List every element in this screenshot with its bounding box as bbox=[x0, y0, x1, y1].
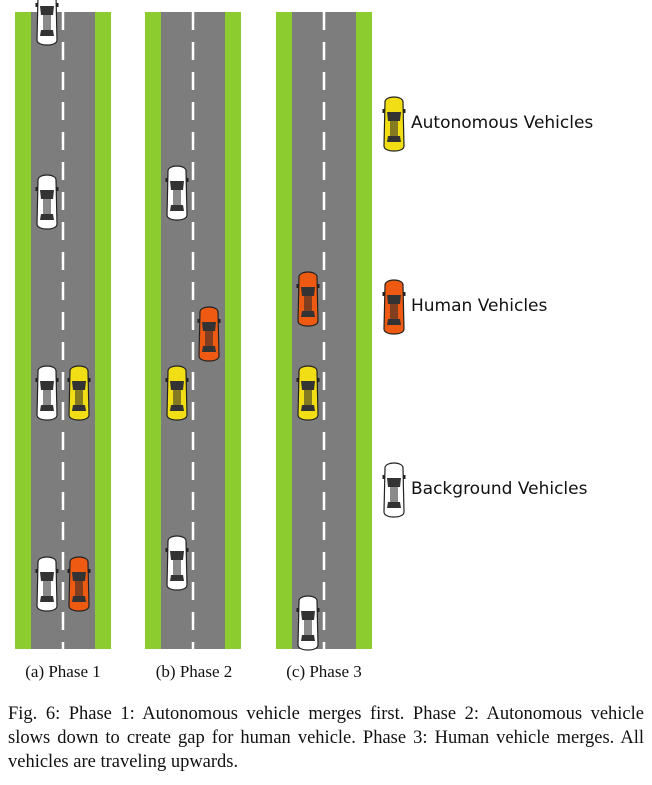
road-phase-3 bbox=[276, 12, 372, 649]
autonomous-vehicle bbox=[164, 365, 190, 421]
background-vehicle bbox=[164, 535, 190, 591]
phase-3-label: (c) Phase 3 bbox=[286, 662, 362, 681]
background-vehicle bbox=[295, 595, 321, 651]
phase-2-label: (b) Phase 2 bbox=[155, 662, 233, 681]
legend-human-icon bbox=[381, 279, 407, 335]
human-vehicle bbox=[196, 306, 222, 362]
background-vehicle bbox=[34, 365, 60, 421]
autonomous-vehicle bbox=[295, 365, 321, 421]
legend-background-label: Background Vehicles bbox=[411, 479, 588, 499]
legend-autonomous-label: Autonomous Vehicles bbox=[411, 113, 594, 133]
background-vehicle bbox=[34, 556, 60, 612]
road-phase-1 bbox=[15, 12, 111, 649]
background-vehicle bbox=[34, 174, 60, 230]
road-phase-2 bbox=[145, 12, 241, 649]
legend-autonomous-icon bbox=[381, 96, 407, 152]
background-vehicle bbox=[164, 165, 190, 221]
phase-1-label: (a) Phase 1 bbox=[25, 662, 101, 681]
background-vehicle bbox=[34, 0, 60, 46]
figure-caption: Fig. 6: Phase 1: Autonomous vehicle merg… bbox=[8, 704, 644, 772]
road-scene bbox=[15, 0, 407, 651]
autonomous-vehicle bbox=[66, 365, 92, 421]
legend-human-label: Human Vehicles bbox=[411, 296, 548, 316]
human-vehicle bbox=[295, 271, 321, 327]
legend-background-icon bbox=[381, 462, 407, 518]
human-vehicle bbox=[66, 556, 92, 612]
